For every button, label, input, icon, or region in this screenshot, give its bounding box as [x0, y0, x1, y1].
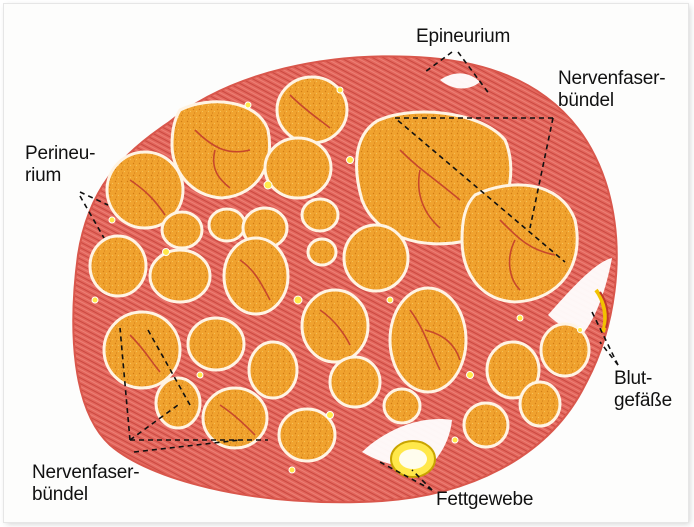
fascicle [265, 138, 331, 198]
fascicle [302, 199, 338, 231]
label-fettgewebe: Fettgewebe [436, 489, 533, 511]
fascicle [209, 209, 245, 241]
fascicle [308, 239, 336, 265]
fascicle [150, 250, 210, 302]
fascicle [188, 318, 244, 370]
label-nervenfaserbuendel-top: Nervenfaser- bündel [558, 68, 665, 112]
fascicle [203, 388, 267, 448]
fascicle [330, 357, 380, 407]
fascicle [464, 403, 508, 447]
fascicle [384, 389, 420, 423]
label-epineurium: Epineurium [416, 26, 510, 48]
fascicle [162, 212, 202, 248]
fascicle [277, 77, 347, 143]
fascicle [90, 236, 146, 296]
fascicle [390, 288, 466, 392]
label-nervenfaserbuendel-bottom: Nervenfaser- bündel [32, 462, 139, 506]
label-perineurium: Perineu- rium [25, 143, 95, 187]
fascicle [344, 225, 408, 291]
label-blutgefaesse: Blut- gefäße [614, 368, 672, 412]
fascicle [249, 342, 297, 398]
fascicle [520, 382, 560, 426]
fascicle [172, 102, 270, 198]
fascicle [104, 312, 180, 388]
fascicle [302, 290, 368, 362]
fascicle [156, 378, 200, 428]
fat-cell-core [399, 449, 427, 469]
fascicle [462, 185, 577, 302]
